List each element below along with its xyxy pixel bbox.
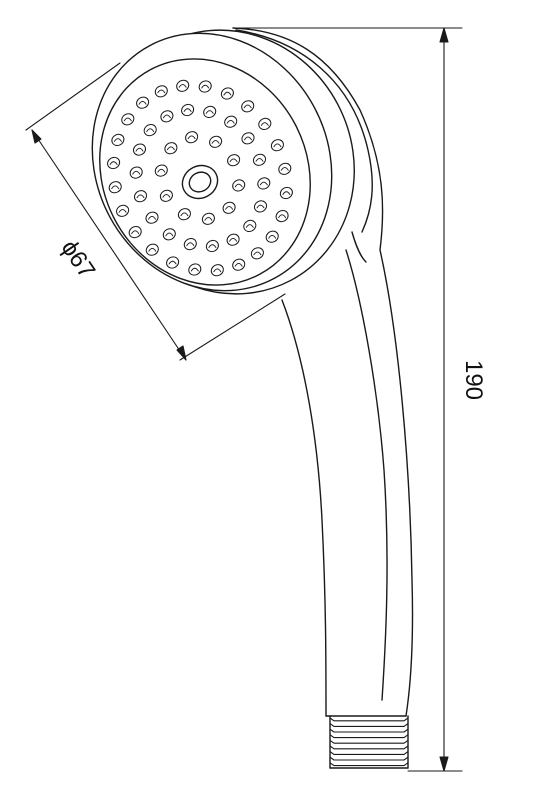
spray-nozzle	[203, 105, 217, 118]
spray-nozzle	[250, 247, 264, 260]
handle-side-ridge	[351, 231, 367, 263]
spray-nozzle	[220, 87, 234, 100]
spray-nozzle	[164, 142, 178, 155]
spray-nozzle	[257, 177, 271, 190]
thread-ridge	[329, 751, 409, 755]
handle-highlight-line	[345, 249, 388, 701]
head-outer-rim	[91, 32, 333, 292]
thread-ridge	[329, 734, 409, 739]
center-button	[181, 164, 219, 200]
threaded-connector	[329, 715, 409, 769]
diameter-extension-top	[25, 62, 121, 131]
spray-nozzle	[145, 243, 159, 256]
spray-nozzle	[232, 179, 246, 192]
handle-outline	[232, 27, 414, 717]
thread-ridge	[329, 717, 409, 722]
spray-nozzle	[224, 115, 238, 128]
spray-nozzle	[183, 238, 197, 251]
spray-nozzle	[162, 228, 176, 241]
spray-nozzle	[108, 181, 122, 194]
spray-nozzle	[188, 263, 202, 276]
spray-nozzle	[128, 226, 142, 239]
spray-nozzle	[205, 239, 219, 253]
diameter-dimension	[25, 62, 286, 361]
spray-nozzle	[111, 133, 125, 146]
spray-nozzle	[121, 113, 135, 126]
spray-nozzle	[181, 103, 195, 117]
length-label: 190	[460, 360, 487, 400]
spray-nozzle	[243, 219, 257, 232]
spray-nozzle	[166, 256, 180, 269]
spray-nozzle	[160, 110, 174, 123]
length-dimension	[235, 27, 463, 772]
handle-inner-edge	[281, 299, 327, 717]
spray-nozzle	[209, 135, 223, 148]
spray-nozzle	[241, 132, 255, 145]
spray-nozzle	[227, 154, 241, 167]
spray-nozzle	[270, 139, 284, 152]
spray-nozzle	[129, 166, 143, 179]
spray-nozzle	[232, 258, 246, 271]
spray-nozzle	[107, 156, 121, 170]
spray-nozzle	[116, 204, 130, 217]
spray-nozzle	[133, 190, 148, 203]
spray-nozzle	[143, 124, 157, 137]
thread-ridge	[329, 739, 409, 744]
head-back-rim	[235, 29, 373, 233]
spray-nozzle-group	[107, 79, 293, 277]
spray-nozzle	[132, 143, 147, 156]
diameter-label: ϕ67	[56, 235, 101, 283]
thread-ridge	[329, 723, 409, 727]
spray-nozzle	[154, 85, 168, 98]
spray-nozzle	[210, 264, 224, 277]
diameter-arrow-top	[31, 129, 42, 144]
head-face-plate	[99, 58, 311, 286]
diameter-dimension-line	[31, 129, 187, 361]
spray-nozzle	[176, 79, 190, 92]
spray-nozzle	[278, 162, 292, 175]
spray-nozzle	[279, 186, 293, 200]
spray-nozzle	[201, 212, 215, 225]
spray-nozzle	[252, 153, 267, 166]
spray-nozzle	[177, 208, 191, 221]
thread-ridge	[329, 728, 409, 733]
thread-ridge	[329, 756, 409, 761]
spray-nozzle	[136, 96, 150, 109]
diameter-extension-bottom	[179, 293, 286, 361]
spray-nozzle	[185, 131, 199, 144]
length-arrow-top	[439, 27, 449, 43]
spray-nozzle	[145, 211, 159, 224]
spray-nozzle	[265, 230, 279, 243]
spray-nozzle	[154, 164, 168, 177]
spray-nozzle	[253, 200, 268, 213]
spray-nozzle	[222, 201, 236, 214]
spray-nozzle	[198, 80, 212, 93]
handle-outer-edge	[232, 27, 414, 717]
spray-nozzle	[258, 117, 272, 130]
diameter-arrow-bottom	[176, 345, 187, 361]
spray-nozzle	[159, 189, 173, 202]
spray-nozzle	[275, 210, 289, 223]
spray-nozzle	[226, 233, 240, 246]
thread-ridge	[329, 745, 409, 750]
thread-ridge	[329, 762, 409, 767]
length-arrow-bottom	[439, 756, 449, 772]
spray-nozzle	[241, 100, 255, 113]
